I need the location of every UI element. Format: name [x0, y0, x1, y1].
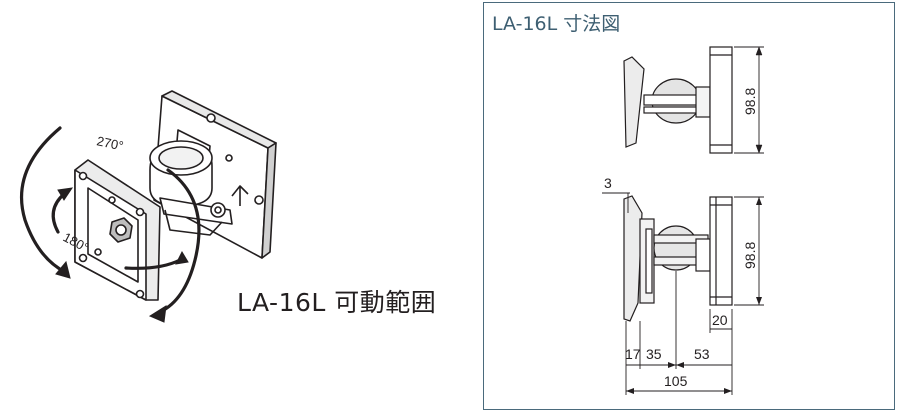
total-width-dimension: 105	[664, 373, 688, 389]
dimension-17: 17	[625, 346, 641, 362]
top-height-dimension: 98.8	[742, 88, 758, 115]
dimension-drawing: 98.8	[602, 46, 764, 395]
dimension-panel: LA-16L 寸法図	[483, 2, 895, 410]
range-of-motion-caption: LA-16L 可動範囲	[237, 288, 437, 317]
panel-title: LA-16L 寸法図	[492, 13, 621, 35]
dimension-53: 53	[694, 346, 710, 362]
vesa-plate	[74, 159, 161, 301]
top-view	[623, 46, 764, 154]
rotation-arrows	[20, 126, 201, 323]
bottom-height-dimension: 98.8	[742, 242, 758, 269]
angle-270-label: 270°	[95, 133, 124, 153]
dimension-35: 35	[646, 346, 662, 362]
mount-perspective-illustration: 270° 180°	[20, 90, 277, 323]
plate-thickness-dimension: 3	[604, 175, 612, 191]
bottom-view	[623, 195, 733, 322]
bracket-dimension: 20	[712, 312, 728, 328]
